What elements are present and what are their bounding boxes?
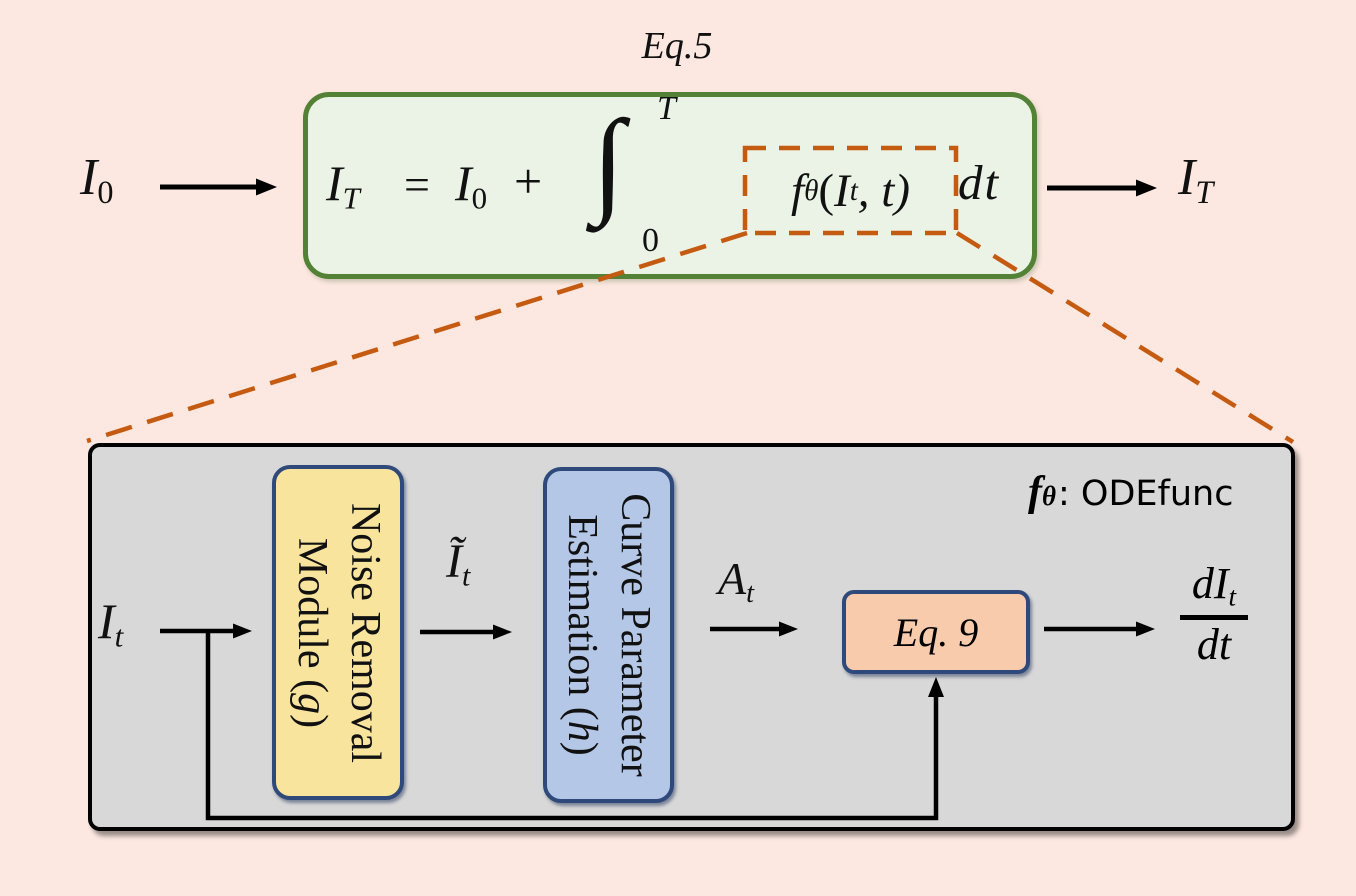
curve-module-line2-pre: Estimation ( [559,514,605,721]
state-input-base: I [98,593,115,649]
curve-params-base: A [718,553,747,604]
integrand-theta: θ [804,174,819,207]
output-symbol: IT [1178,148,1213,211]
odefunc-header-text: : ODEfunc [1058,474,1234,514]
integrand-f: f [791,165,805,217]
curve-params-label: At [718,552,754,610]
derivative-numerator: dIt [1191,559,1237,612]
denoised-sub: t [461,559,471,593]
output-symbol-sub: T [1195,174,1214,211]
derivative-num-sub: t [1228,581,1237,612]
curve-module-line2: Estimation (h) [555,465,608,805]
odefunc-theta: θ [1042,481,1057,511]
equals-sign: = [404,159,430,210]
derivative-output: dIt dt [1172,559,1256,669]
fraction-bar [1180,614,1248,620]
derivative-num-d: d [1191,559,1214,608]
derivative-denominator: dt [1196,619,1232,669]
input-symbol: I0 [80,148,113,211]
curve-module-line1: Curve Parameter [611,493,658,777]
plus-sign: + [514,153,543,209]
integrand-arg-sub: t [849,174,858,207]
equation-lhs-sub: T [342,180,360,216]
integrand-open-paren: ( [818,165,835,217]
curve-parameter-module-label: Curve Parameter Estimation (h) [543,465,673,805]
curve-module-h: h [559,720,605,742]
integrand-arg-rest: , t) [857,165,910,217]
equation-initial-term: I0 [455,154,487,217]
eq9-box: Eq. 9 [842,590,1030,674]
curve-params-sub: t [746,577,755,609]
equation-lhs-base: I [326,155,343,211]
equation-initial-sub: 0 [471,180,488,216]
noise-module-line2-pre: Module ( [289,537,335,694]
noise-module-line1: Noise Removal [341,502,388,764]
equation-lhs: IT [326,154,360,217]
integrand-arg-base: I [834,165,850,217]
state-input-label: It [98,592,123,655]
derivative-num-base: I [1213,559,1229,608]
integral-lower-limit: 0 [642,222,659,259]
eq5-label: Eq.5 [641,25,713,67]
noise-removal-module-label: Noise Removal Module (g) [273,468,403,798]
output-symbol-base: I [1178,149,1196,206]
curve-module-line2-post: ) [559,741,605,756]
input-symbol-sub: 0 [97,174,114,211]
state-input-sub: t [114,618,124,654]
dt-term: dt [958,155,1001,210]
noise-module-g: g [289,693,335,715]
integral-upper-limit: T [657,90,676,127]
noise-module-line2: Module (g) [285,468,338,798]
equation-initial-base: I [455,155,472,211]
denoised-base: Ĩ [446,535,462,588]
eq9-label: Eq. 9 [893,609,979,655]
odefunc-f: f [1028,469,1042,515]
input-symbol-base: I [80,149,98,206]
integral-sign: ∫ [592,96,625,227]
output-arrow [1047,179,1157,197]
denoised-label: Ĩt [446,534,470,593]
noise-module-line2-post: ) [289,714,335,729]
input-arrow [160,178,277,196]
